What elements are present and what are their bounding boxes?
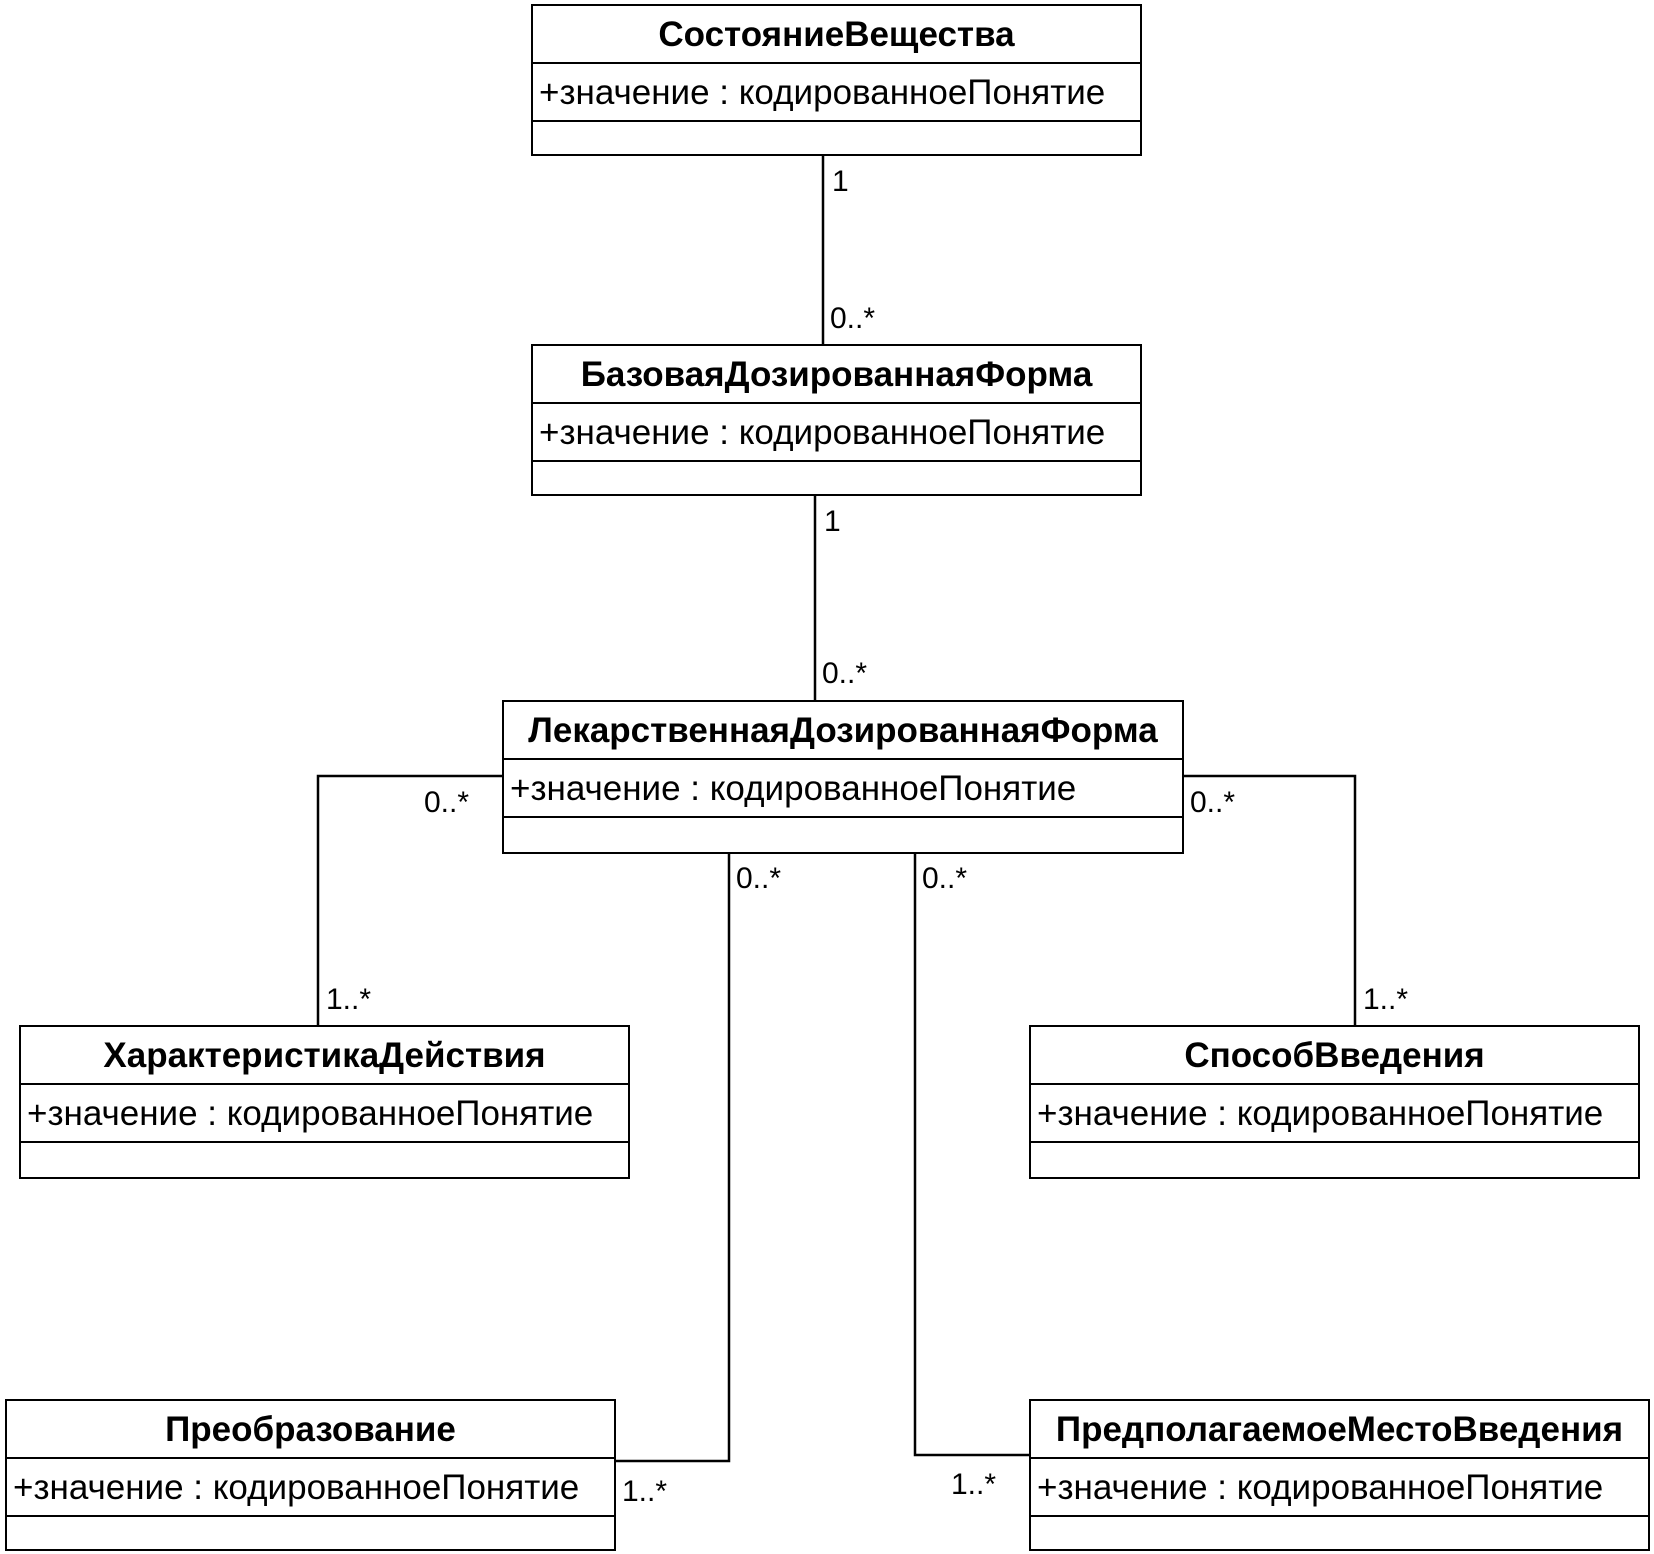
multiplicity-label: 1..* [951,1468,997,1501]
class-attribute: +значение : кодированноеПонятие [504,760,1182,818]
class-operations [1031,1517,1648,1543]
class-attribute: +значение : кодированноеПонятие [1031,1085,1638,1143]
class-name: СпособВведения [1031,1027,1638,1085]
class-name: Преобразование [7,1401,614,1459]
class-name: ПредполагаемоеМестоВведения [1031,1401,1648,1459]
class-base-dosage-form[interactable]: БазоваяДозированнаяФорма +значение : код… [531,344,1142,496]
class-operations [533,122,1140,148]
multiplicity-label: 0..* [922,862,968,895]
class-intended-site[interactable]: ПредполагаемоеМестоВведения +значение : … [1029,1399,1650,1551]
class-name: ЛекарственнаяДозированнаяФорма [504,702,1182,760]
class-action-characteristic[interactable]: ХарактеристикаДействия +значение : кодир… [19,1025,630,1179]
class-administration-route[interactable]: СпособВведения +значение : кодированноеП… [1029,1025,1640,1179]
assoc-drug-action [316,774,502,1025]
class-name: ХарактеристикаДействия [21,1027,628,1085]
class-attribute: +значение : кодированноеПонятие [1031,1459,1648,1517]
multiplicity-label: 0..* [1190,786,1236,819]
multiplicity-label: 1 [832,165,849,198]
multiplicity-label: 1..* [326,983,372,1016]
class-transformation[interactable]: Преобразование +значение : кодированноеП… [5,1399,616,1551]
class-operations [504,818,1182,844]
class-attribute: +значение : кодированноеПонятие [7,1459,614,1517]
class-operations [1031,1143,1638,1169]
multiplicity-label: 1 [824,505,841,538]
multiplicity-label: 0..* [830,302,876,335]
class-name: БазоваяДозированнаяФорма [533,346,1140,404]
multiplicity-label: 0..* [736,862,782,895]
class-operations [533,462,1140,488]
assoc-drug-site [913,852,1029,1457]
class-attribute: +значение : кодированноеПонятие [21,1085,628,1143]
multiplicity-label: 0..* [822,657,868,690]
class-name: СостояниеВещества [533,6,1140,64]
class-attribute: +значение : кодированноеПонятие [533,404,1140,462]
class-operations [7,1517,614,1543]
class-operations [21,1143,628,1169]
multiplicity-label: 1..* [1363,983,1409,1016]
class-attribute: +значение : кодированноеПонятие [533,64,1140,122]
assoc-drug-route [1184,774,1357,1025]
multiplicity-label: 1..* [622,1475,668,1508]
multiplicity-label: 0..* [424,786,470,819]
assoc-drug-transform [614,852,731,1463]
class-drug-dosage-form[interactable]: ЛекарственнаяДозированнаяФорма +значение… [502,700,1184,854]
class-substance-state[interactable]: СостояниеВещества +значение : кодированн… [531,4,1142,156]
